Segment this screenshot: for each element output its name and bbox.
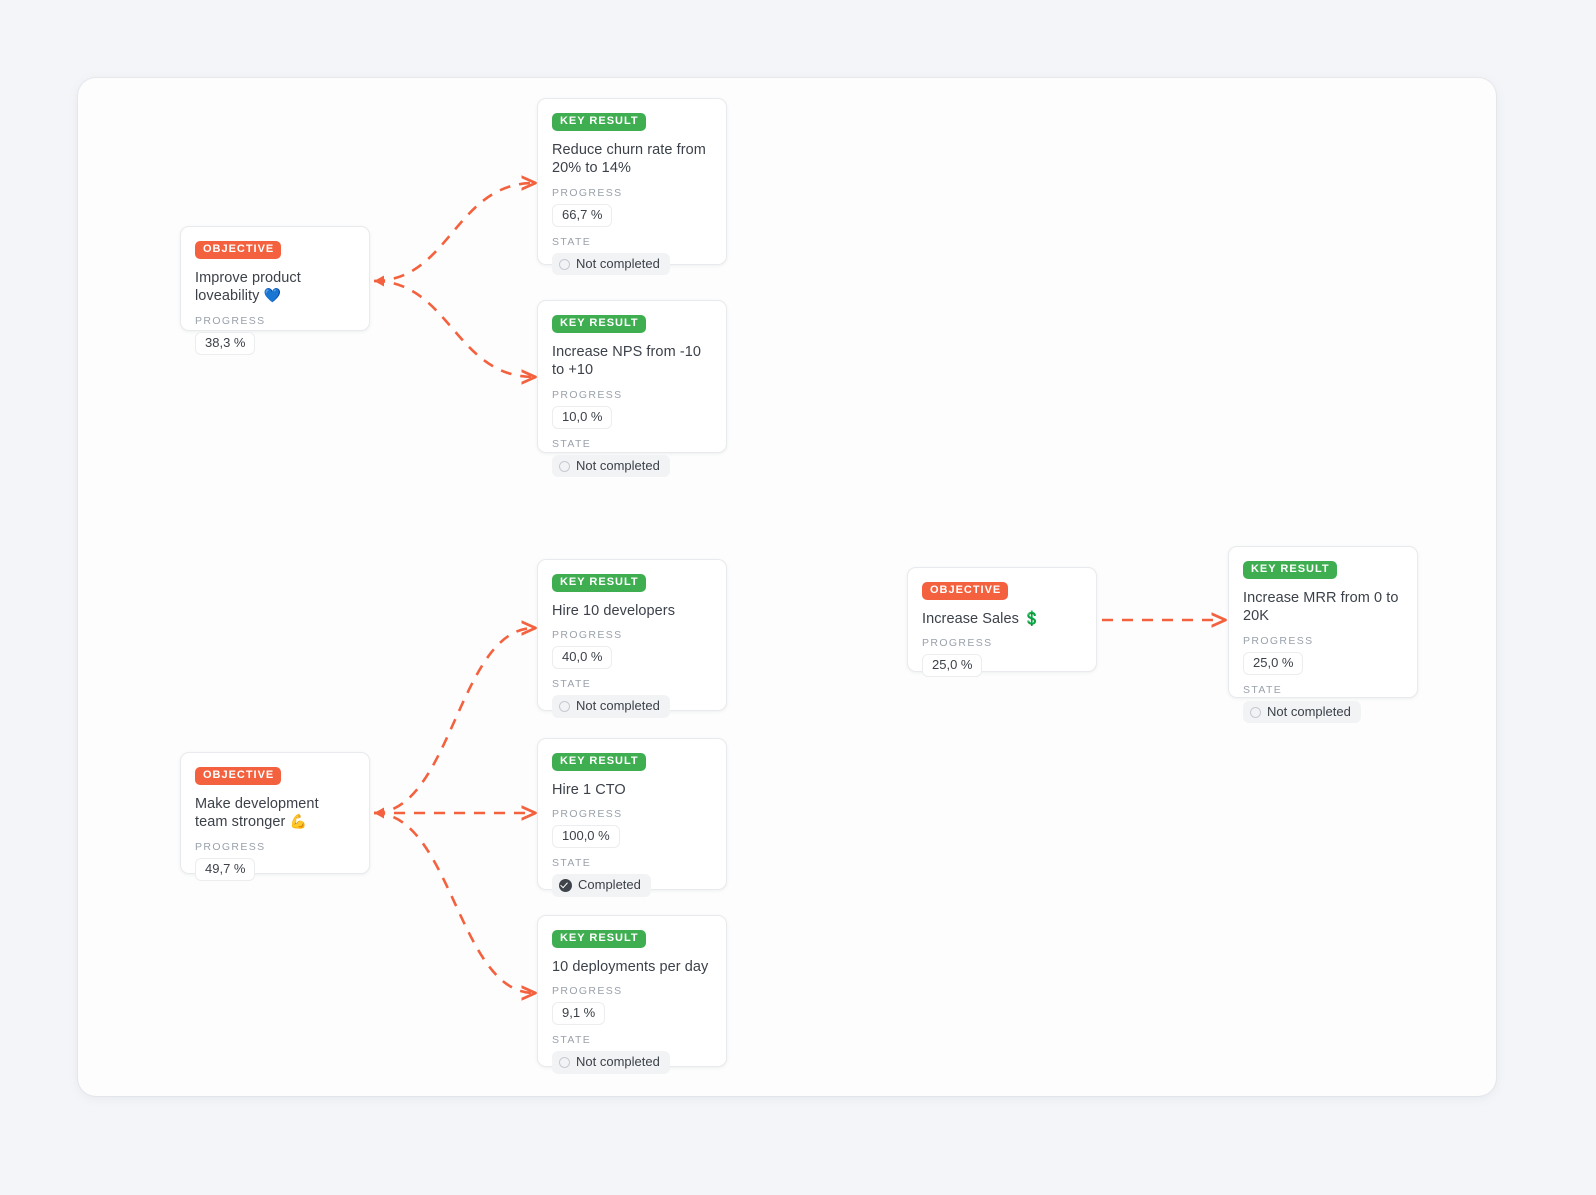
state-label: STATE [552, 235, 592, 248]
progress-value: 25,0 % [922, 654, 983, 678]
progress-value: 40,0 % [552, 646, 613, 670]
progress-value: 49,7 % [195, 857, 256, 881]
state-label: STATE [1243, 683, 1283, 696]
node-objective-make-development-team-stronger[interactable]: OBJECTIVE Make development team stronger… [180, 752, 370, 881]
progress-label: PROGRESS [195, 840, 266, 853]
node-title: Increase MRR from 0 to 20K [1243, 589, 1399, 625]
node-key-result-10-deployments-per-day[interactable]: KEY RESULT 10 deployments per day PROGRE… [537, 915, 727, 1074]
circle-open-icon [559, 460, 570, 472]
key-result-badge: KEY RESULT [552, 113, 646, 131]
node-objective-improve-product-loveability[interactable]: OBJECTIVE Improve product loveability 💙 … [180, 226, 370, 355]
node-title-text: Increase Sales [922, 610, 1019, 627]
key-result-badge: KEY RESULT [552, 574, 646, 592]
key-result-badge: KEY RESULT [552, 315, 646, 333]
progress-label: PROGRESS [552, 808, 623, 821]
state-value: Not completed [576, 255, 660, 271]
node-key-result-reduce-churn-rate[interactable]: KEY RESULT Reduce churn rate from 20% to… [537, 98, 727, 276]
progress-label: PROGRESS [552, 629, 623, 642]
progress-label: PROGRESS [552, 388, 623, 401]
blue-heart-icon: 💙 [263, 287, 282, 304]
key-result-badge: KEY RESULT [552, 753, 646, 771]
state-badge[interactable]: Not completed [552, 252, 670, 276]
node-title: Improve product loveability 💙 [195, 269, 355, 306]
node-objective-increase-sales[interactable]: OBJECTIVE Increase Sales 💲 PROGRESS 25,0… [907, 567, 1097, 678]
objective-badge: OBJECTIVE [922, 582, 1009, 600]
circle-open-icon [559, 701, 570, 713]
state-label: STATE [552, 1034, 592, 1047]
state-badge[interactable]: Not completed [1243, 700, 1361, 724]
node-key-result-hire-1-cto[interactable]: KEY RESULT Hire 1 CTO PROGRESS 100,0 % S… [537, 738, 727, 897]
progress-label: PROGRESS [195, 314, 266, 327]
state-label: STATE [552, 678, 592, 691]
node-key-result-increase-mrr[interactable]: KEY RESULT Increase MRR from 0 to 20K PR… [1228, 546, 1418, 724]
state-value: Not completed [576, 457, 660, 473]
state-badge[interactable]: Completed [552, 874, 651, 897]
node-title: Increase NPS from -10 to +10 [552, 343, 701, 379]
state-label: STATE [552, 437, 592, 450]
progress-value: 38,3 % [195, 331, 256, 355]
objective-badge: OBJECTIVE [195, 767, 282, 785]
node-title: 10 deployments per day [552, 958, 709, 975]
circle-open-icon [1250, 706, 1261, 718]
circle-open-icon [559, 258, 570, 270]
progress-label: PROGRESS [552, 186, 623, 199]
progress-label: PROGRESS [1243, 634, 1314, 647]
node-title: Make development team stronger 💪 [195, 795, 355, 832]
state-value: Not completed [576, 698, 660, 714]
state-badge[interactable]: Not completed [552, 454, 670, 478]
node-title: Increase Sales 💲 [922, 610, 1082, 629]
progress-value: 100,0 % [552, 825, 620, 849]
state-badge[interactable]: Not completed [552, 1051, 670, 1074]
progress-label: PROGRESS [922, 637, 993, 650]
node-title: Reduce churn rate from 20% to 14% [552, 141, 706, 177]
state-value: Not completed [1267, 703, 1351, 719]
node-title-text: Improve product loveability [195, 269, 301, 305]
node-title: Hire 10 developers [552, 602, 676, 619]
heavy-dollar-sign-icon: 💲 [1023, 609, 1041, 626]
flexed-biceps-icon: 💪 [289, 813, 308, 830]
progress-value: 66,7 % [552, 203, 613, 227]
state-value: Not completed [576, 1054, 660, 1070]
node-title-text: Make development team stronger [195, 795, 319, 831]
objective-badge: OBJECTIVE [195, 241, 282, 259]
node-key-result-hire-10-developers[interactable]: KEY RESULT Hire 10 developers PROGRESS 4… [537, 559, 727, 718]
key-result-badge: KEY RESULT [1243, 561, 1337, 579]
state-badge[interactable]: Not completed [552, 695, 670, 718]
circle-open-icon [559, 1057, 570, 1069]
progress-value: 10,0 % [552, 405, 613, 429]
node-key-result-increase-nps[interactable]: KEY RESULT Increase NPS from -10 to +10 … [537, 300, 727, 478]
node-title: Hire 1 CTO [552, 781, 626, 798]
state-value: Completed [578, 877, 641, 893]
progress-value: 25,0 % [1243, 651, 1304, 675]
progress-label: PROGRESS [552, 985, 623, 998]
state-label: STATE [552, 857, 592, 870]
check-circle-icon [559, 879, 572, 893]
progress-value: 9,1 % [552, 1002, 606, 1026]
key-result-badge: KEY RESULT [552, 930, 646, 948]
